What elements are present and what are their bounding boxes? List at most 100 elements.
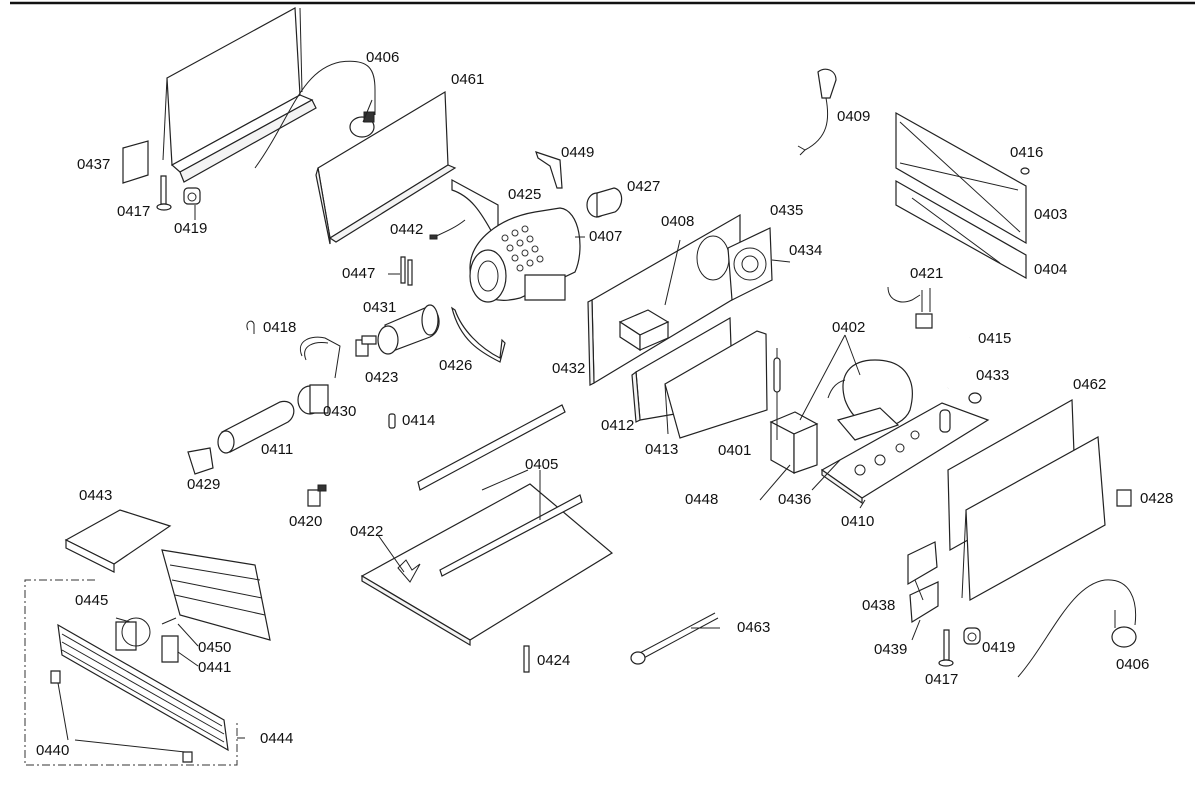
label-0409[interactable]: 0409 — [837, 108, 871, 125]
part-0440-clip-right[interactable] — [183, 752, 192, 762]
label-0419[interactable]: 0419 — [174, 220, 208, 237]
label-0431[interactable]: 0431 — [363, 299, 397, 316]
part-0437-side-panel[interactable] — [163, 8, 316, 182]
part-0417-bolt[interactable] — [157, 176, 171, 210]
part-0461-plate[interactable] — [316, 92, 455, 244]
label-0420[interactable]: 0420 — [289, 513, 323, 530]
part-0434-fan[interactable] — [728, 228, 790, 300]
part-0450-strip[interactable] — [162, 618, 176, 624]
part-0448-relay-cover[interactable] — [771, 412, 817, 473]
label-0445[interactable]: 0445 — [75, 592, 109, 609]
part-0462-right-panel[interactable] — [948, 400, 1105, 600]
part-0405-strip[interactable] — [418, 405, 565, 490]
label-0401[interactable]: 0401 — [718, 442, 752, 459]
label-0462[interactable]: 0462 — [1073, 376, 1107, 393]
part-0420-valve[interactable] — [308, 485, 326, 506]
label-0414[interactable]: 0414 — [402, 412, 436, 429]
label-0437[interactable]: 0437 — [77, 156, 111, 173]
label-0429[interactable]: 0429 — [187, 476, 221, 493]
label-0403[interactable]: 0403 — [1034, 206, 1068, 223]
part-0449-clip[interactable] — [536, 152, 562, 188]
label-0416[interactable]: 0416 — [1010, 144, 1044, 161]
part-0403-panel[interactable] — [896, 113, 1026, 243]
part-0427-capacitor[interactable] — [587, 188, 622, 217]
part-0404-panel[interactable] — [896, 181, 1026, 278]
part-0409-power-cord[interactable] — [798, 69, 836, 155]
part-0425-bracket[interactable] — [452, 180, 498, 238]
part-0408-transformer[interactable] — [620, 310, 668, 350]
part-0433-grommet[interactable] — [969, 393, 981, 403]
label-0425[interactable]: 0425 — [508, 186, 542, 203]
label-0407[interactable]: 0407 — [589, 228, 623, 245]
part-0411-filter-cartridge[interactable] — [218, 401, 294, 453]
label-0432[interactable]: 0432 — [552, 360, 586, 377]
part-0431-motor[interactable] — [378, 305, 439, 354]
part-0415-tube[interactable] — [948, 338, 970, 388]
part-0438-bracket[interactable] — [908, 542, 937, 584]
label-0411[interactable]: 0411 — [261, 441, 294, 458]
label-0413[interactable]: 0413 — [645, 441, 679, 458]
label-0434[interactable]: 0434 — [789, 242, 823, 259]
label-0439[interactable]: 0439 — [874, 641, 908, 658]
part-0407-fan-housing[interactable] — [470, 208, 580, 302]
label-0426[interactable]: 0426 — [439, 357, 473, 374]
label-0424[interactable]: 0424 — [537, 652, 571, 669]
label-0435[interactable]: 0435 — [770, 202, 804, 219]
label-0406-right[interactable]: 0406 — [1116, 656, 1150, 673]
label-0428[interactable]: 0428 — [1140, 490, 1174, 507]
part-0463-tube[interactable] — [631, 613, 718, 664]
part-0410-base-plate[interactable] — [822, 403, 988, 503]
part-0430-valve-wiring[interactable] — [298, 337, 340, 414]
part-0401-drier[interactable] — [774, 348, 780, 405]
part-0414-pin[interactable] — [389, 414, 395, 428]
part-0402-compressor[interactable] — [828, 360, 912, 440]
label-0410[interactable]: 0410 — [841, 513, 875, 530]
part-0440-clip-left[interactable] — [51, 671, 60, 683]
label-0422[interactable]: 0422 — [350, 523, 384, 540]
label-0441[interactable]: 0441 — [198, 659, 232, 676]
label-0450[interactable]: 0450 — [198, 639, 232, 656]
label-0418[interactable]: 0418 — [263, 319, 297, 336]
label-0430[interactable]: 0430 — [323, 403, 357, 420]
label-0417-right[interactable]: 0417 — [925, 671, 959, 688]
label-0448[interactable]: 0448 — [685, 491, 719, 508]
label-0415[interactable]: 0415 — [978, 330, 1012, 347]
part-0423-valve[interactable] — [356, 336, 376, 356]
label-0402[interactable]: 0402 — [832, 319, 866, 336]
part-0443-duct[interactable] — [66, 510, 270, 640]
part-0444-grille-assembly[interactable] — [25, 580, 237, 765]
part-0428-clip[interactable] — [1117, 490, 1131, 506]
part-0439-bracket[interactable] — [910, 582, 938, 622]
label-0443[interactable]: 0443 — [79, 487, 113, 504]
part-0447-bracket[interactable] — [401, 257, 412, 285]
label-0408[interactable]: 0408 — [661, 213, 695, 230]
part-0422-tray[interactable] — [362, 484, 612, 645]
label-0463[interactable]: 0463 — [737, 619, 771, 636]
part-0429-cap[interactable] — [188, 448, 213, 474]
label-0405[interactable]: 0405 — [525, 456, 559, 473]
label-0417[interactable]: 0417 — [117, 203, 151, 220]
part-0413-cover[interactable] — [665, 331, 767, 438]
label-0433[interactable]: 0433 — [976, 367, 1010, 384]
label-0404[interactable]: 0404 — [1034, 261, 1068, 278]
part-0441-plate[interactable] — [162, 636, 178, 662]
part-0419-caster-right[interactable] — [964, 628, 980, 644]
label-0449[interactable]: 0449 — [561, 144, 595, 161]
label-0406[interactable]: 0406 — [366, 49, 400, 66]
part-0442-sensor[interactable] — [430, 220, 465, 239]
part-0424-clip[interactable] — [524, 646, 529, 672]
part-0445-fan[interactable] — [116, 618, 150, 650]
part-0416-screw[interactable] — [1021, 168, 1029, 174]
part-0419-caster[interactable] — [184, 188, 200, 204]
label-0436[interactable]: 0436 — [778, 491, 812, 508]
label-0423[interactable]: 0423 — [365, 369, 399, 386]
label-0440[interactable]: 0440 — [36, 742, 70, 759]
part-0437-bracket[interactable] — [123, 141, 148, 183]
part-0418-clip[interactable] — [247, 321, 254, 334]
label-0427[interactable]: 0427 — [627, 178, 661, 195]
part-0426-shroud[interactable] — [452, 308, 505, 362]
part-0406-caster-cord-top[interactable] — [255, 61, 375, 168]
label-0412[interactable]: 0412 — [601, 417, 635, 434]
label-0447[interactable]: 0447 — [342, 265, 376, 282]
label-0461[interactable]: 0461 — [451, 71, 485, 88]
